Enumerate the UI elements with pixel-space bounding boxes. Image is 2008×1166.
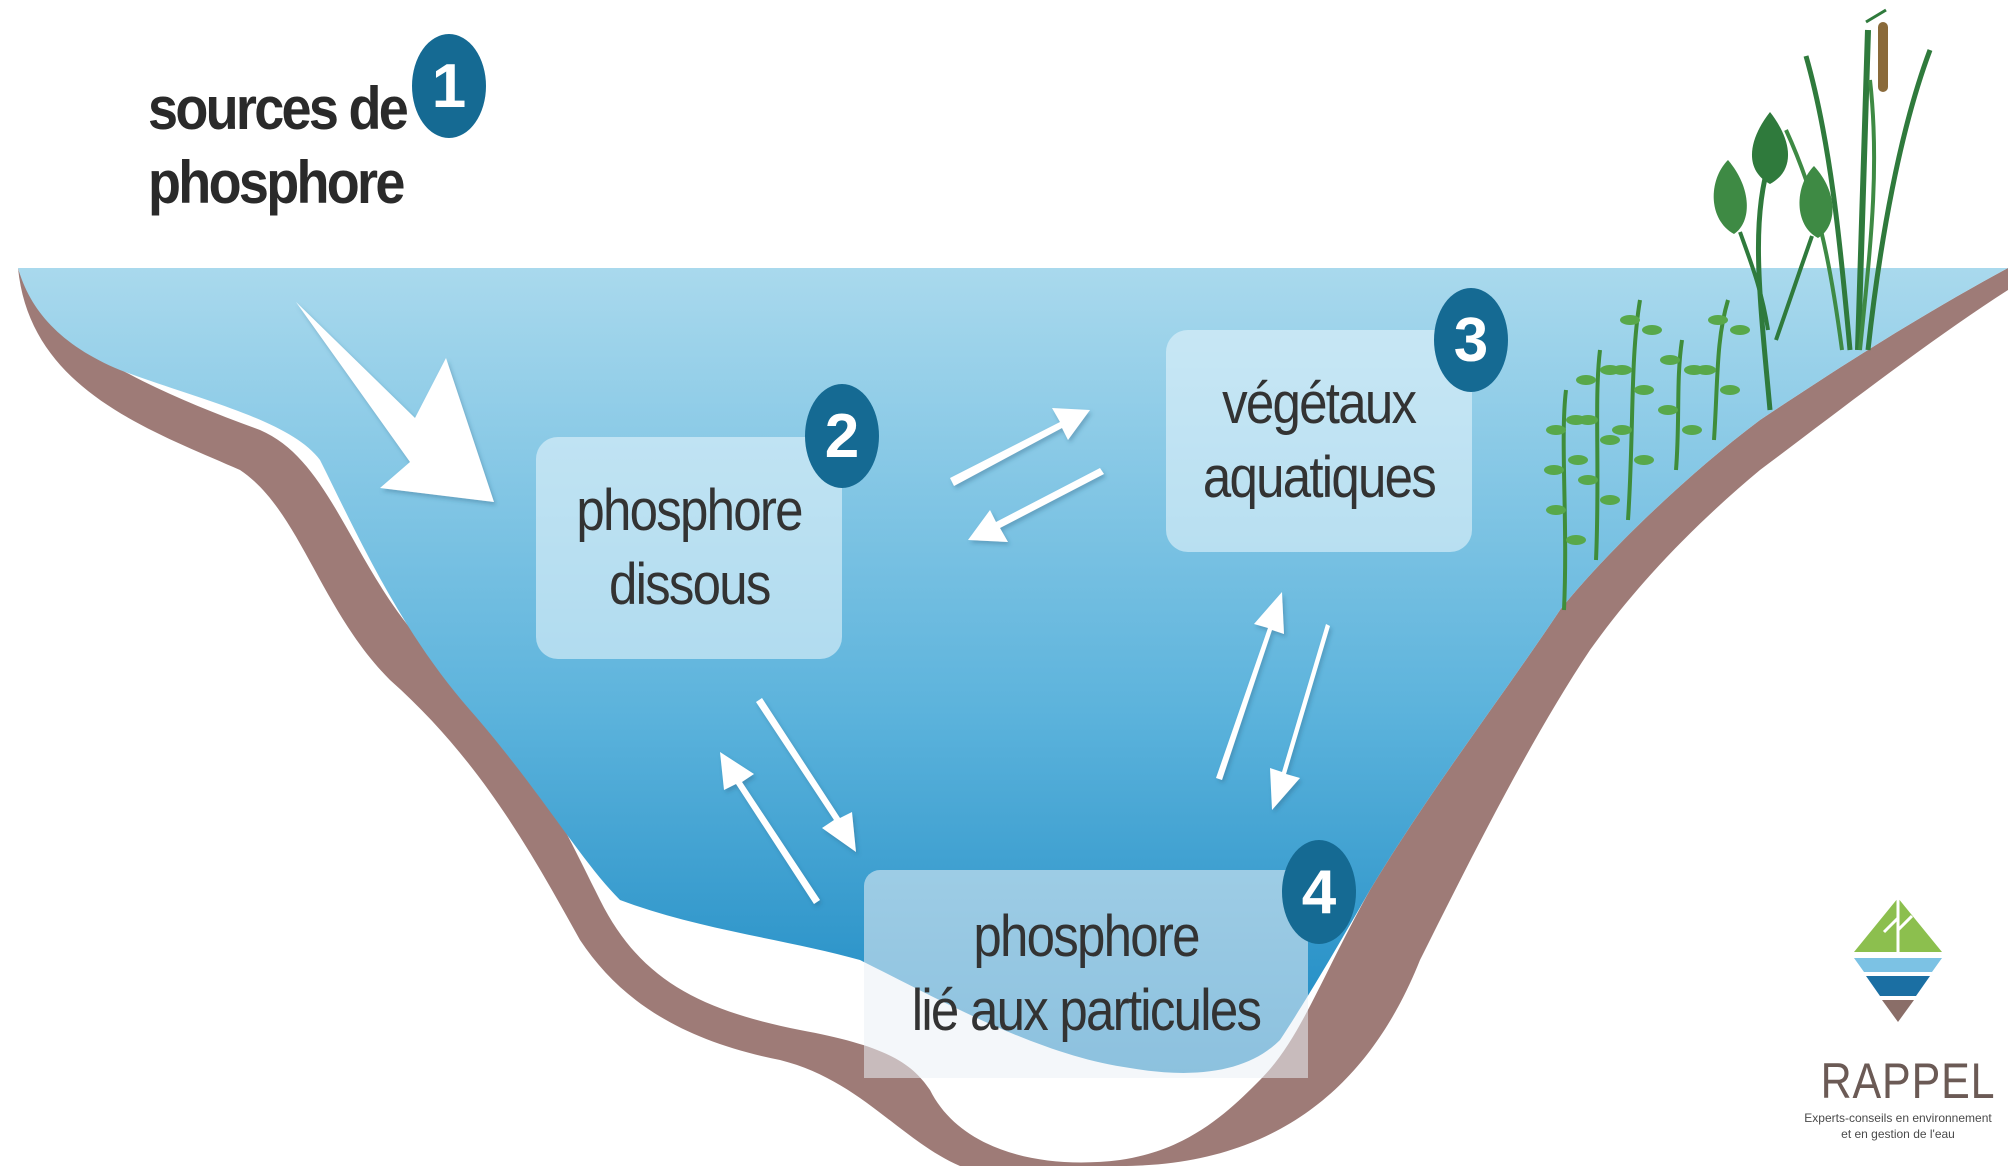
particle-bound-phosphorus-box: phosphore lié aux particules: [864, 870, 1308, 1078]
phosphorus-sources-title: sources de phosphore: [148, 72, 418, 220]
step-badge-4: 4: [1282, 840, 1356, 944]
box-line: lié aux particules: [912, 974, 1260, 1048]
title-line-1: sources de: [148, 72, 418, 146]
logo-tagline: Experts-conseils en environnement et en …: [1800, 1110, 1996, 1142]
step-badge-3: 3: [1434, 288, 1508, 392]
step-badge-1: 1: [412, 34, 486, 138]
box-line: dissous: [609, 548, 770, 622]
box-line: aquatiques: [1203, 441, 1435, 515]
logo-name: RAPPEL: [1821, 1052, 1976, 1110]
title-line-2: phosphore: [148, 146, 418, 220]
logo-tagline-line-1: Experts-conseils en environnement: [1800, 1110, 1996, 1126]
logo-tagline-line-2: et en gestion de l'eau: [1800, 1126, 1996, 1142]
dissolved-phosphorus-box: phosphore dissous: [536, 437, 842, 659]
box-line: phosphore: [576, 474, 801, 548]
box-line: végétaux: [1222, 367, 1415, 441]
step-badge-2: 2: [805, 384, 879, 488]
rappel-logo-icon: [1854, 898, 1942, 1022]
box-line: phosphore: [973, 900, 1198, 974]
aquatic-plants-box: végétaux aquatiques: [1166, 330, 1472, 552]
